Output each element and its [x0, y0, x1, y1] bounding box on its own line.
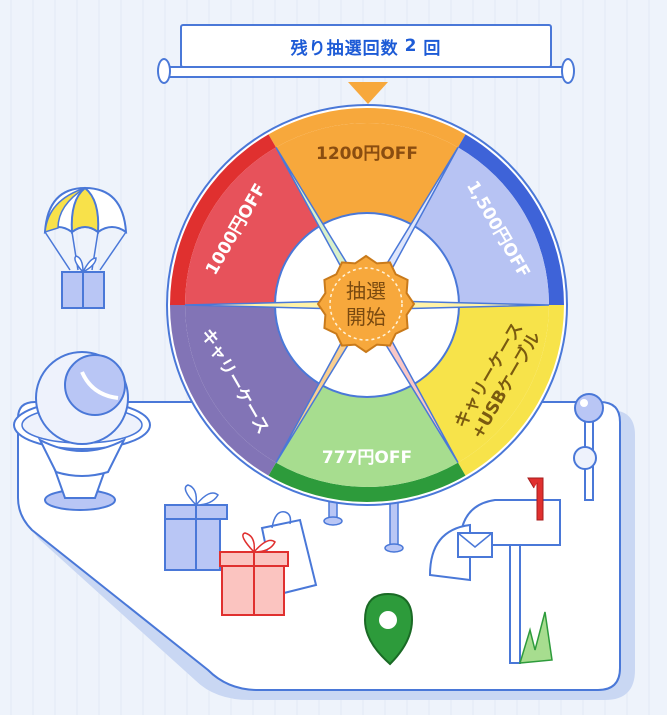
remaining-draws-count: 2 — [404, 36, 418, 56]
map-pin-icon — [363, 592, 414, 666]
wheel-label-3: 777円OFF — [322, 448, 412, 468]
remaining-draws-unit: 回 — [423, 38, 442, 59]
wheel-rim-5 — [170, 134, 276, 305]
crystal-ball-icon — [13, 351, 151, 511]
wheel-segment-4 — [185, 305, 321, 463]
wheel-pointer — [348, 82, 388, 104]
wheel-rim-2 — [458, 305, 564, 476]
parachute-gift-icon — [43, 186, 128, 309]
wheel-rim-3 — [268, 462, 466, 502]
mailbox-icon — [428, 477, 561, 664]
gift-box-red-icon — [219, 532, 289, 616]
wheel-segment-3 — [276, 384, 458, 487]
wheel-rim-4 — [170, 305, 276, 476]
wheel-segment-0 — [276, 122, 458, 226]
remaining-draws-label: 残り抽選回数 — [290, 38, 399, 59]
wheel-rim-1 — [458, 134, 564, 305]
banner-rod-cap-right — [561, 58, 575, 84]
wheel-segment-1 — [413, 147, 549, 305]
wheel-label-0: 1200円OFF — [316, 144, 418, 164]
banner-rod-cap-left — [157, 58, 171, 84]
remaining-draws-banner: 残り抽選回数 2 回 — [180, 24, 552, 68]
lever-icon — [573, 393, 604, 501]
wheel-rim-0 — [268, 107, 466, 148]
wheel-segment-2 — [413, 305, 549, 463]
wheel-segment-5 — [185, 147, 321, 305]
gift-box-blue-icon — [164, 484, 228, 571]
start-draw-button[interactable]: 抽選 開始 — [316, 254, 416, 354]
